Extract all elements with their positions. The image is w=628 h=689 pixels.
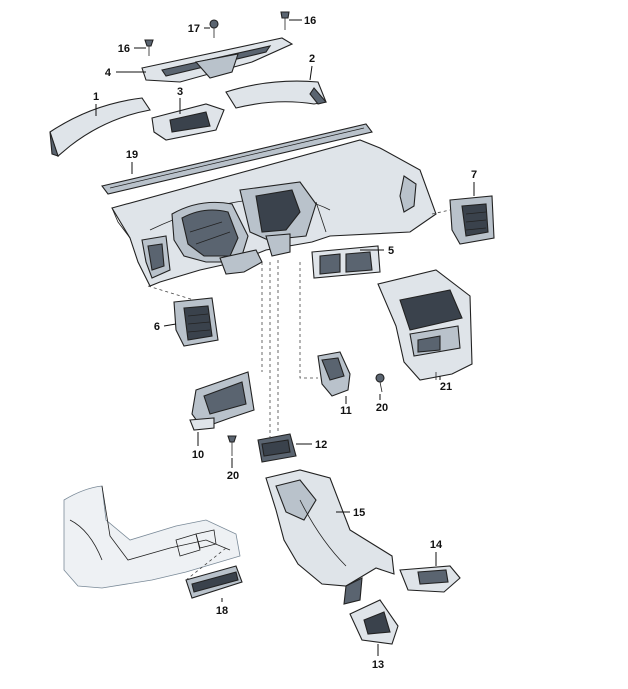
callout-19: 19 xyxy=(126,149,138,161)
callout-7: 7 xyxy=(471,169,477,181)
callout-20-lower: 20 xyxy=(227,470,239,482)
defroster-channel-part-4 xyxy=(141,37,294,83)
leader-lines xyxy=(95,19,475,656)
side-vent-part-7 xyxy=(449,195,495,245)
center-console-trim-part-21 xyxy=(377,269,473,381)
callout-18: 18 xyxy=(216,605,228,617)
screw-part-20-lower xyxy=(227,435,237,456)
callout-20-right: 20 xyxy=(376,402,388,414)
duct-connector-part-12 xyxy=(257,433,297,463)
vehicle-body-ghost xyxy=(63,485,241,589)
callout-labels: 1 2 3 4 5 6 7 10 11 12 13 14 15 16 16 17… xyxy=(93,15,477,671)
callout-10: 10 xyxy=(192,449,204,461)
callout-2: 2 xyxy=(309,53,315,65)
callout-3: 3 xyxy=(177,86,183,98)
center-duct-part-3 xyxy=(151,103,225,141)
screw-part-20-right xyxy=(375,373,385,393)
callout-1: 1 xyxy=(93,91,99,103)
callout-21: 21 xyxy=(440,381,452,393)
air-duct-part-2 xyxy=(225,80,327,109)
air-duct-part-1 xyxy=(49,97,151,157)
rear-vent-part-13 xyxy=(349,599,399,645)
callout-6: 6 xyxy=(154,321,160,333)
callout-14: 14 xyxy=(430,539,443,551)
bracket-part-11 xyxy=(317,351,351,397)
callout-5: 5 xyxy=(388,245,394,257)
center-vent-frame-part-5 xyxy=(311,245,381,279)
callout-16-right: 16 xyxy=(304,15,316,27)
side-vent-part-6 xyxy=(173,297,219,347)
screw-part-17 xyxy=(209,19,219,38)
outlet-part-14 xyxy=(399,565,461,593)
air-guide-part-10 xyxy=(189,371,255,431)
callout-13: 13 xyxy=(372,659,384,671)
screw-part-16-left xyxy=(144,39,154,56)
callout-12: 12 xyxy=(315,439,327,451)
screw-part-16-right xyxy=(280,11,290,30)
callout-15: 15 xyxy=(353,507,365,519)
callout-17: 17 xyxy=(188,23,200,35)
trim-piece-part-18 xyxy=(185,565,243,599)
floor-duct-part-15 xyxy=(265,469,395,605)
callout-4: 4 xyxy=(105,67,112,79)
assembly-lines xyxy=(147,209,451,581)
callout-16-left: 16 xyxy=(118,43,130,55)
dashboard-panel xyxy=(111,139,437,287)
seal-strip-part-19 xyxy=(101,123,373,195)
callout-11: 11 xyxy=(340,405,352,417)
